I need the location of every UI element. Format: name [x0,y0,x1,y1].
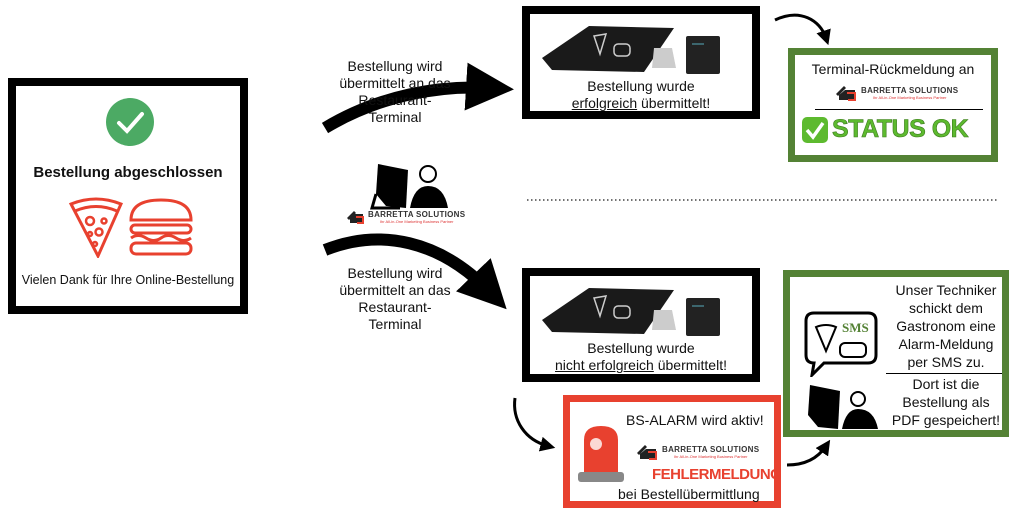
label-line: Bestellung wird [347,265,443,281]
label-line: Terminal [368,109,422,125]
check-box-icon [802,116,828,143]
divider [886,373,1002,374]
text-line: Bestellung wurde [587,340,695,356]
terminal-fail-text: Bestellung wurde nicht erfolgreich überm… [530,340,752,374]
brand-name: BARRETTA SOLUTIONS [861,86,959,95]
divider [815,109,983,110]
terminal-fail-box: Bestellung wurde nicht erfolgreich überm… [522,268,760,382]
brand-logo-icon [637,445,657,460]
text-line: Gastronom eine [896,318,996,334]
text-line: Dort ist die [912,376,980,392]
text-line: Alarm-Meldung [898,336,994,352]
arrow-top-label: Bestellung wird übermittelt an das Resta… [330,58,460,126]
arrow-to-status-box [774,13,831,46]
status-ok-label: STATUS OK [832,115,969,144]
arrow-to-terminal-fail [322,233,507,310]
pos-terminal-icon [542,26,720,74]
arrow-to-sms-box [786,439,831,467]
terminal-success-text: Bestellung wurde erfolgreich übermittelt… [530,78,752,112]
check-circle-icon [106,98,154,146]
brand-tagline: Ihr All-in-One Marketing Business Partne… [379,219,454,224]
brand-logo: BARRETTA SOLUTIONS Ihr All-in-One Market… [346,210,465,224]
brand-tagline: Ihr All-in-One Marketing Business Partne… [673,454,748,459]
label-line: übermittelt an das [339,282,451,298]
speech-bubble-food-icon [804,311,878,377]
arrow-bottom-label: Bestellung wird übermittelt an das Resta… [330,265,460,333]
alarm-siren-icon [578,426,624,482]
text-line: nicht erfolgreich übermittelt! [530,357,752,374]
sms-text-1: Unser Techniker schickt dem Gastronom ei… [886,281,1006,371]
technician-at-computer-icon [808,385,878,429]
text-line: PDF gespeichert! [891,412,1001,428]
error-label: FEHLERMELDUNG [652,466,782,483]
order-thanks: Vielen Dank für Ihre Online-Bestellung [21,273,235,287]
label-line: Restaurant- [358,299,432,315]
status-row: STATUS OK [801,115,969,144]
text-rest: übermittelt! [637,95,711,111]
status-ok-box: Terminal-Rückmeldung an BARRETTA SOLUTIO… [788,48,998,162]
terminal-success-box: Bestellung wurde erfolgreich übermittelt… [522,6,760,119]
sms-box: SMS Unser Techniker schickt dem Gastrono… [783,270,1009,437]
brand-logo-icon [836,86,856,101]
text-rest: übermittelt! [653,357,727,373]
brand-tagline: Ihr All-in-One Marketing Business Partne… [872,95,947,100]
emphasis: nicht erfolgreich [555,357,654,373]
label-line: Terminal [368,316,422,332]
technician-at-computer-icon [370,164,448,210]
text-line: per SMS zu. [907,354,985,370]
order-complete-box: Bestellung abgeschlossen Vielen Dank für… [8,78,248,314]
brand-logo-icon [347,211,364,224]
brand-name: BARRETTA SOLUTIONS [662,445,760,454]
label-line: Restaurant- [358,92,432,108]
alarm-sub: bei Bestellübermittlung [618,486,760,502]
alarm-title: BS-ALARM wird aktiv! [626,412,764,428]
status-title: Terminal-Rückmeldung an [811,61,975,77]
pizza-icon [68,197,124,258]
sms-text-2: Dort ist die Bestellung als PDF gespeich… [886,375,1006,429]
arrow-to-terminal-success [321,62,514,134]
label-line: Bestellung wird [347,58,443,74]
pos-terminal-icon [542,288,720,336]
text-line: Bestellung als [902,394,990,410]
label-line: übermittelt an das [339,75,451,91]
sms-label: SMS [842,320,869,335]
text-line: erfolgreich übermittelt! [530,95,752,112]
emphasis: erfolgreich [571,95,638,111]
text-line: schickt dem [909,300,983,316]
burger-icon [129,198,193,256]
brand-name: BARRETTA SOLUTIONS [368,210,466,219]
text-line: Bestellung wurde [587,78,695,94]
arrow-to-alarm-box [513,397,556,452]
order-title: Bestellung abgeschlossen [33,164,223,181]
text-line: Unser Techniker [895,282,997,298]
